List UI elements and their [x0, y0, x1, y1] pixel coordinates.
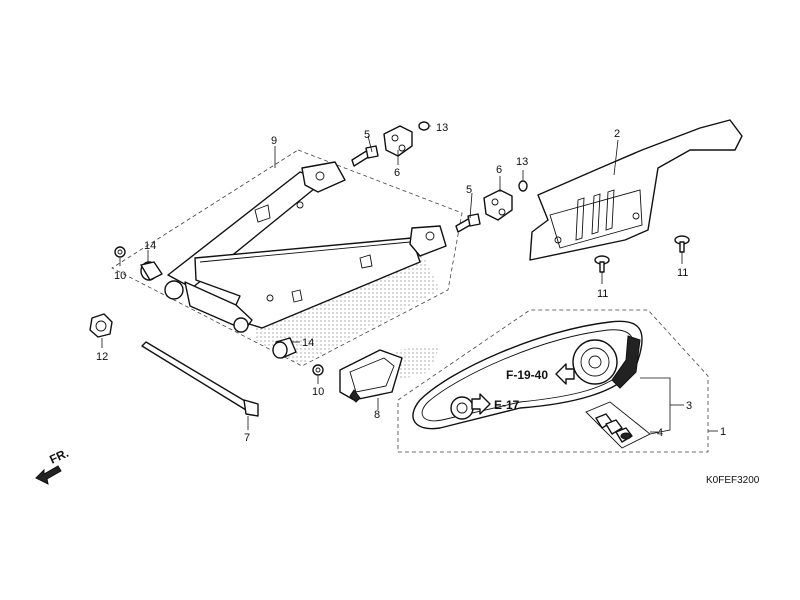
diagram-code: K0FEF3200 [706, 475, 760, 486]
callout-1: 1 [720, 426, 726, 438]
callout-2: 2 [614, 128, 620, 140]
callout-6-lower: 6 [496, 164, 502, 176]
chain-rear-dark [611, 335, 641, 389]
callout-10-lower: 10 [312, 386, 324, 398]
ref-arrow-e: E-17 [471, 393, 520, 415]
chain-case[interactable] [529, 119, 743, 261]
callout-6-upper: 6 [394, 167, 400, 179]
washer-lower[interactable] [312, 364, 324, 376]
callout-11-right: 11 [677, 267, 688, 279]
callout-10-upper: 10 [114, 270, 126, 282]
master-link[interactable] [595, 413, 633, 443]
ref-label-f: F-19-40 [506, 368, 548, 382]
leader-lines [101, 125, 718, 435]
o-ring-lower[interactable] [518, 180, 528, 192]
callout-5-lower: 5 [466, 184, 472, 196]
pivot-nut[interactable] [89, 313, 113, 338]
callout-12: 12 [96, 351, 108, 363]
callout-13-upper: 13 [436, 122, 448, 134]
callout-8: 8 [374, 409, 380, 421]
chain-slider-shadow [395, 345, 440, 380]
front-direction: FR. [35, 446, 71, 485]
adjuster-bolt-upper[interactable] [351, 145, 379, 167]
chain-adjuster-lower[interactable] [483, 189, 513, 221]
callout-9: 9 [271, 135, 277, 147]
callout-13-lower: 13 [516, 156, 528, 168]
callout-3: 3 [686, 400, 692, 412]
callout-7: 7 [244, 432, 250, 444]
pivot-bolt[interactable] [141, 341, 259, 417]
swingarm-bushing-upper[interactable] [140, 261, 163, 281]
swingarm-shadow [255, 250, 440, 365]
front-arrow-icon [35, 465, 62, 485]
chain-adjuster-upper[interactable] [383, 125, 413, 157]
swingarm[interactable] [164, 161, 447, 333]
o-ring-upper[interactable] [418, 121, 430, 131]
callout-14-lower: 14 [302, 337, 314, 349]
case-bolt-left[interactable] [594, 255, 610, 273]
rear-sprocket [572, 339, 618, 385]
case-bolt-right[interactable] [674, 235, 690, 253]
drive-sprocket [450, 396, 474, 420]
callout-5-upper: 5 [364, 129, 370, 141]
ref-arrow-f: F-19-40 [506, 363, 575, 385]
swingarm-bushing-lower[interactable] [272, 337, 297, 359]
callout-14-upper: 14 [144, 240, 156, 252]
callout-11-left: 11 [597, 288, 608, 300]
adjuster-bolt-lower[interactable] [455, 213, 481, 233]
callout-4: 4 [657, 427, 663, 439]
front-label: FR. [47, 446, 70, 467]
chain-assembly-box [397, 309, 709, 453]
washer-upper[interactable] [114, 246, 126, 258]
ref-label-e: E-17 [494, 398, 520, 412]
swingarm-assembly-box [111, 149, 463, 367]
chain-slider[interactable] [339, 349, 403, 403]
